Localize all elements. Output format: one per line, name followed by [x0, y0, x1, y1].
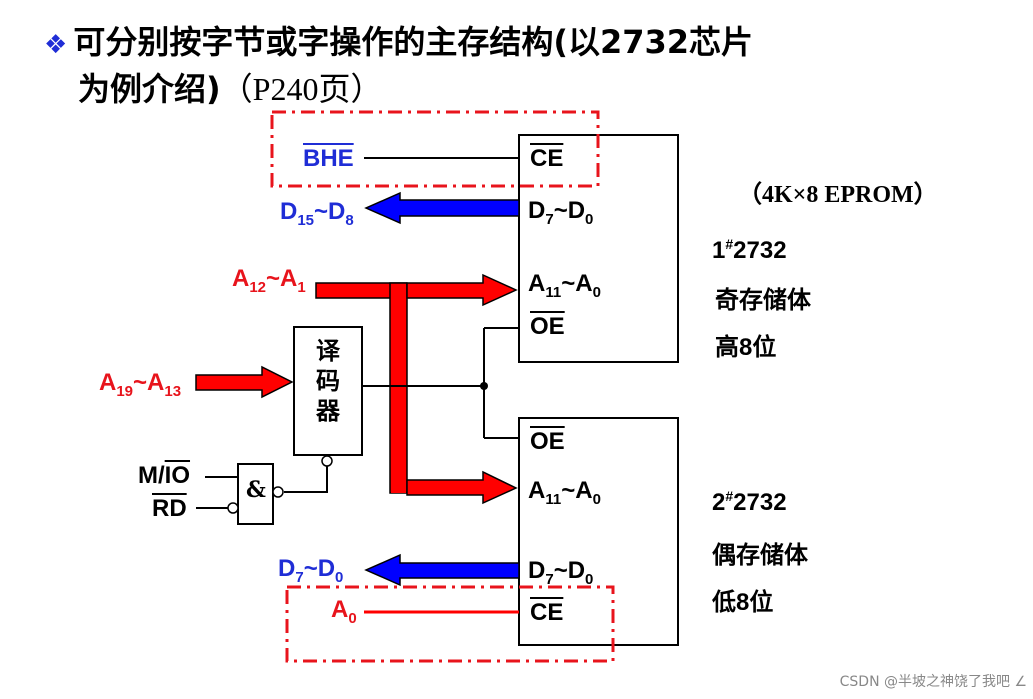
chip2-data-label: D7~D0 — [528, 557, 594, 588]
chip1-addr-label: A11~A0 — [528, 270, 601, 301]
chip2-addr-label: A11~A0 — [528, 477, 601, 508]
a-bus-to-chip2 — [406, 470, 518, 505]
chip1-desc2: 高8位 — [715, 334, 777, 361]
chip2-desc1: 偶存储体 — [712, 542, 808, 569]
decoder-label: 译 码 器 — [316, 337, 340, 425]
diamond-bullet-icon: ❖ — [44, 30, 68, 60]
chip1-ce-label: CE — [530, 145, 564, 172]
chip1-name: 1#2732 — [712, 236, 787, 264]
and-symbol: & — [246, 477, 266, 503]
a12-a1-label: A12~A1 — [232, 265, 306, 296]
a19-a13-bus-arrow — [195, 365, 294, 399]
decoder-box — [293, 326, 363, 456]
chip2-name: 2#2732 — [712, 488, 787, 516]
m-io-label: M/IO — [138, 462, 191, 489]
a-bus-vertical — [389, 282, 408, 494]
chip1-oe-label: OE — [530, 313, 565, 340]
d7-d0-label: D7~D0 — [278, 555, 344, 586]
chip2-box — [518, 417, 679, 646]
and-gate-box — [237, 463, 274, 525]
chip2-oe-label: OE — [530, 428, 565, 455]
a19-a13-label: A19~A13 — [99, 369, 182, 400]
d15-d8-bus-arrow — [364, 191, 520, 225]
a-bus-to-chip1 — [406, 273, 518, 307]
bhe-highlight-box — [270, 110, 600, 188]
a0-highlight-box — [285, 585, 615, 663]
chip2-desc2: 低8位 — [712, 589, 774, 616]
d15-d8-label: D15~D8 — [280, 198, 354, 229]
d7-d0-bus-arrow — [364, 553, 520, 587]
chip1-desc1: 奇存储体 — [715, 287, 811, 314]
bhe-label: BHE — [303, 145, 354, 172]
a0-label: A0 — [331, 596, 357, 627]
title-page-ref: （P240页） — [220, 71, 383, 107]
title-line1: 可分别按字节或字操作的主存结构(以2732芯片 — [73, 23, 754, 61]
chip1-data-label: D7~D0 — [528, 197, 594, 228]
chip-type-label: （4K×8 EPROM） — [738, 182, 938, 208]
chip2-ce-label: CE — [530, 599, 564, 626]
page-title: ❖可分别按字节或字操作的主存结构(以2732芯片 为例介绍)（P240页） — [44, 20, 753, 111]
title-line2: 为例介绍) — [78, 70, 221, 108]
rd-label: RD — [152, 495, 187, 522]
watermark: CSDN @半坡之神饶了我吧 ∠ — [839, 674, 1027, 690]
